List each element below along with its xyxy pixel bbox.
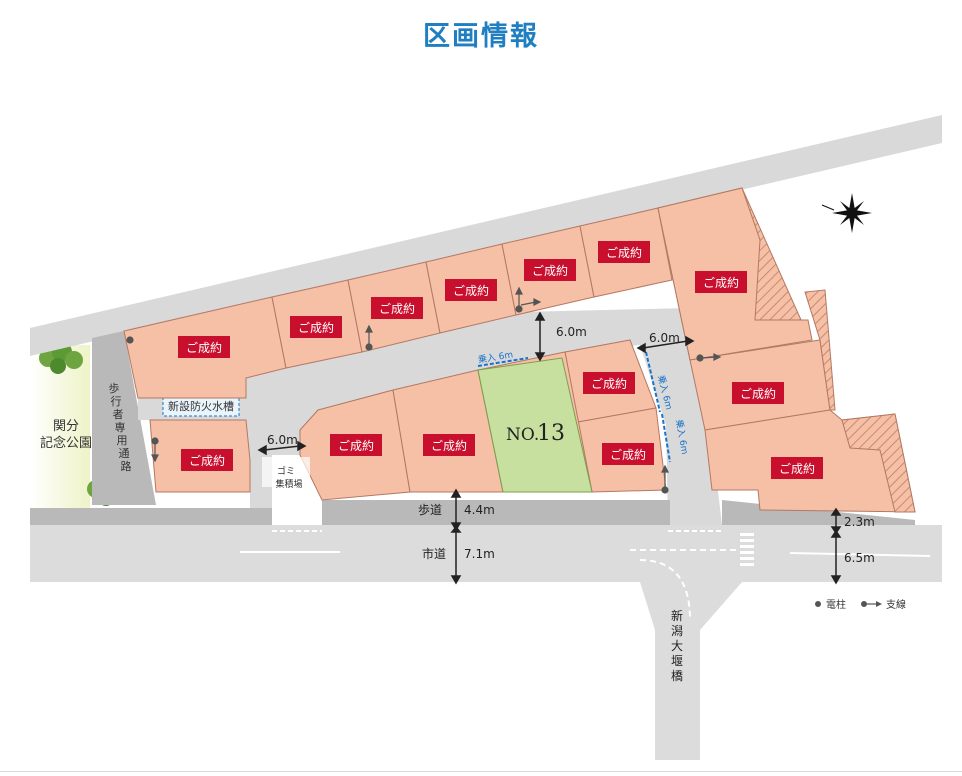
sold-badge: ご成約 [771,457,823,479]
sold-badge-label: ご成約 [186,340,222,355]
park-label-line2: 記念公園 [40,435,92,451]
sold-badge: ご成約 [695,271,747,293]
sold-badge-label: ご成約 [338,438,374,453]
sold-badge: ご成約 [290,316,342,338]
sold-badge-label: ご成約 [189,453,225,468]
svg-text:路: 路 [121,460,132,473]
garbage-station [262,457,310,487]
sold-badge: ご成約 [178,336,230,358]
sold-badge: ご成約 [524,259,576,281]
sold-badge: ご成約 [583,372,635,394]
legend-pole: 電柱 [826,598,846,611]
svg-text:歩: 歩 [109,381,120,395]
sold-badge-label: ご成約 [532,263,568,278]
sidewalk [30,508,272,525]
sold-badge-label: ご成約 [610,447,646,462]
lot-13[interactable] [477,357,593,493]
lot [804,289,836,411]
sidewalk-label: 歩道 [418,502,442,517]
svg-text:13: 13 [537,421,565,446]
svg-text:用: 用 [117,434,128,447]
west-road-width: 6.0m [267,433,298,447]
dimension-markers [257,311,842,585]
crosswalk [740,533,754,566]
sidewalk [322,500,670,525]
bridge-label: 新 潟 大 堰 橋 [671,608,683,683]
east-sidewalk-width: 2.3m [844,515,875,529]
sold-badge-label: ご成約 [779,461,815,476]
sold-badge: ご成約 [423,434,475,456]
sold-badge-label: ご成約 [379,301,415,316]
lot-13-label: NO. 13 [506,421,565,446]
fire-tank-label: 新設防火水槽 [168,399,234,413]
bridge-road [640,582,742,760]
bottom-divider [0,771,962,772]
compass-icon [821,193,872,233]
garbage-label-line2: 集積場 [275,478,302,490]
sold-badge: ご成約 [602,443,654,465]
sold-badge: ご成約 [371,297,423,319]
svg-text:新: 新 [671,608,683,623]
legend-guy-wire: 支線 [886,598,906,611]
east-road-width: 6.0m [649,331,680,345]
svg-text:大: 大 [671,639,683,653]
sold-badges: ご成約ご成約ご成約ご成約ご成約ご成約ご成約ご成約ご成約ご成約ご成約ご成約ご成約ご… [178,241,823,479]
sidewalk-width: 4.4m [464,503,495,517]
sold-badge: ご成約 [181,449,233,471]
sold-badge-label: ご成約 [453,283,489,298]
pedestrian-path-label: 歩 行 者 専 用 通 路 [109,381,132,473]
svg-text:者: 者 [113,408,124,421]
utility-poles [126,286,722,494]
sold-badge: ご成約 [330,434,382,456]
sold-badge-label: ご成約 [431,438,467,453]
svg-text:通: 通 [119,447,130,460]
legend: 電柱 支線 [815,598,906,611]
pedestrian-path [92,331,156,505]
svg-text:行: 行 [111,395,122,408]
sold-badge: ご成約 [598,241,650,263]
sold-badge: ご成約 [445,279,497,301]
lot [841,413,916,513]
sold-badge-label: ご成約 [703,275,739,290]
sold-badge-label: ご成約 [606,245,642,260]
page-title: 区画情報 [423,21,539,52]
svg-text:NO.: NO. [506,425,539,445]
sold-badge-label: ご成約 [298,320,334,335]
svg-text:潟: 潟 [671,624,683,638]
city-road-label: 市道 [422,546,446,561]
svg-text:専: 専 [115,421,126,434]
city-road-width: 7.1m [464,547,495,561]
north-road [30,115,942,356]
svg-text:堰: 堰 [671,654,683,668]
guy-wire-icon [861,601,867,607]
north-road-width: 6.0m [556,325,587,339]
park-label-line1: 関分 [53,419,79,434]
svg-text:橋: 橋 [671,669,683,683]
east-road-width-2: 6.5m [844,551,875,565]
sold-badge-label: ご成約 [591,376,627,391]
subdivision-road [138,308,722,525]
sold-badge: ご成約 [732,382,784,404]
garbage-label-line1: ゴミ [277,465,295,477]
sold-badge-label: ご成約 [740,386,776,401]
pole-icon [815,601,821,607]
